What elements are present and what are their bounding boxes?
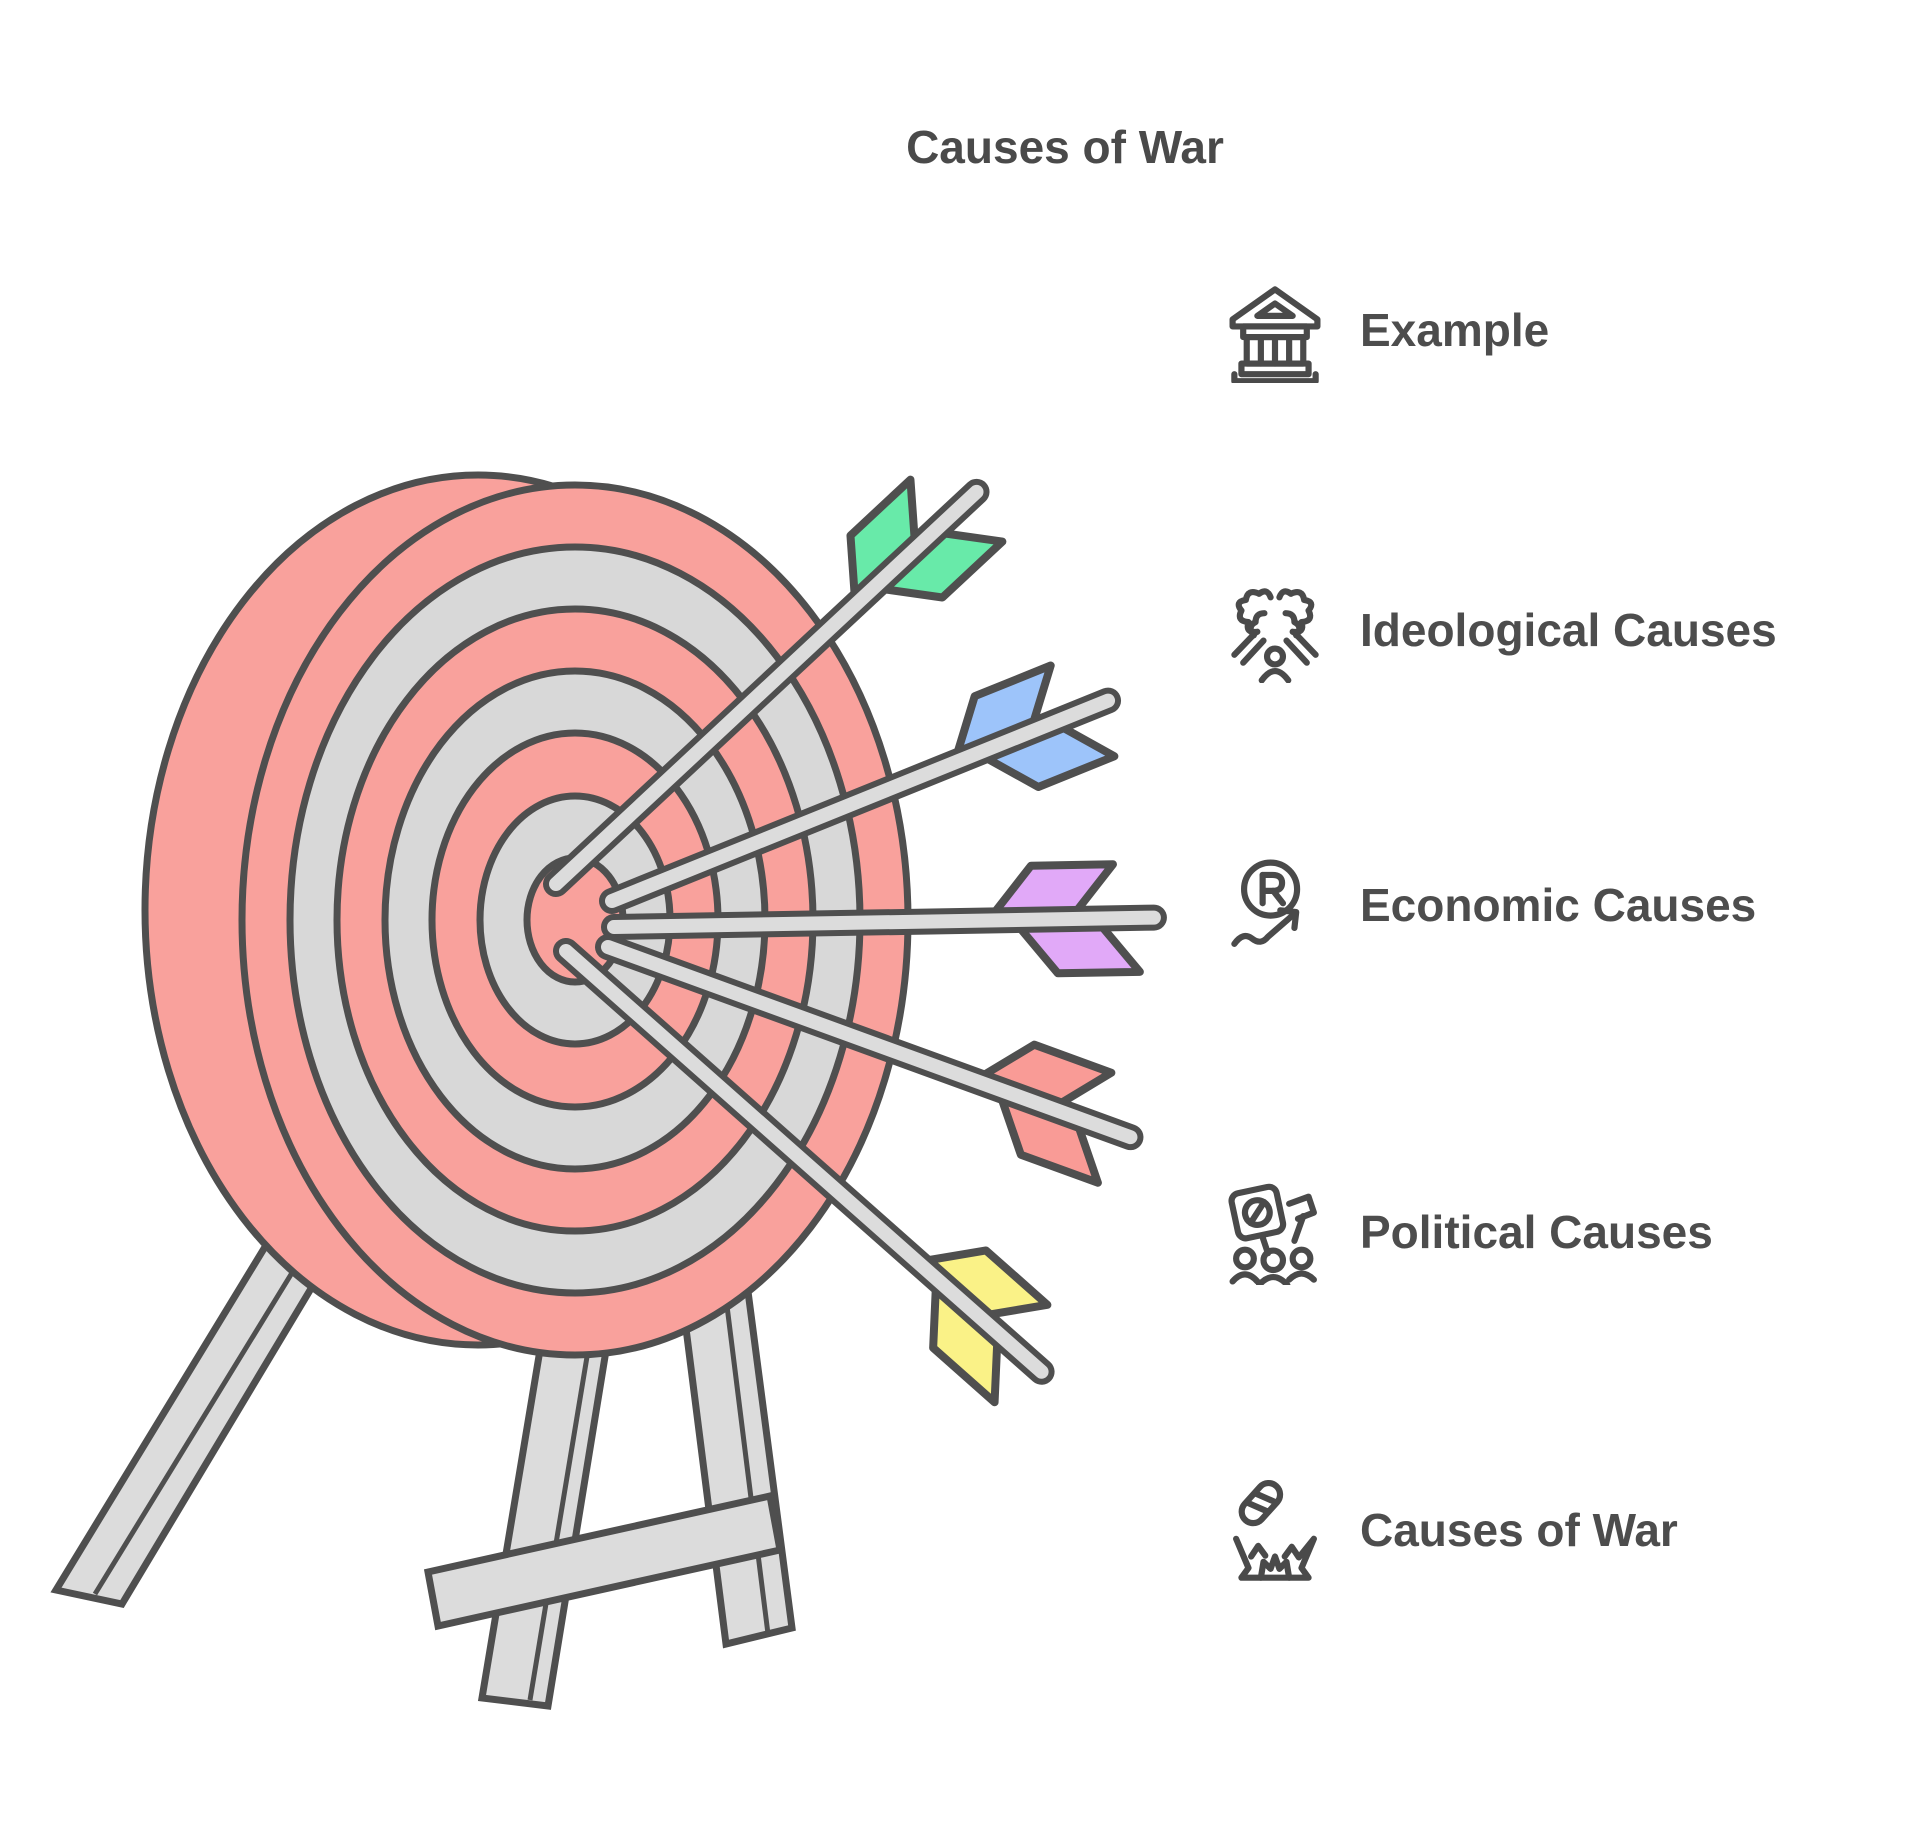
legend-label: Economic Causes [1360,879,1757,931]
legend-item-political-causes: Political Causes [1222,1167,1713,1297]
arrow-yellow [553,938,1055,1407]
legend-item-ideological-causes: Ideological Causes [1222,565,1777,695]
clashing-ideas-icon [1231,588,1319,683]
bank-icon [1229,286,1321,383]
bomb-explosion-icon [1233,1479,1317,1581]
legend-item-economic-causes: Economic Causes [1222,840,1756,970]
registered-trademark-growth-icon [1231,859,1301,947]
arrow-red [595,934,1144,1187]
legend-label: Political Causes [1360,1206,1713,1258]
arrow-blue [599,661,1122,914]
legend-label: Example [1360,304,1550,356]
legend-item-causes-of-war: Causes of War [1222,1465,1678,1595]
protest-crowd-icon [1228,1183,1317,1285]
stand-crossbar [423,1491,785,1631]
arrow-green [543,475,1007,897]
legend-label: Causes of War [1360,1504,1678,1556]
page-title: Causes of War [906,121,1224,173]
arrow-purple [601,860,1167,978]
legend-label: Ideological Causes [1360,604,1777,656]
legend-item-example: Example [1222,265,1549,395]
